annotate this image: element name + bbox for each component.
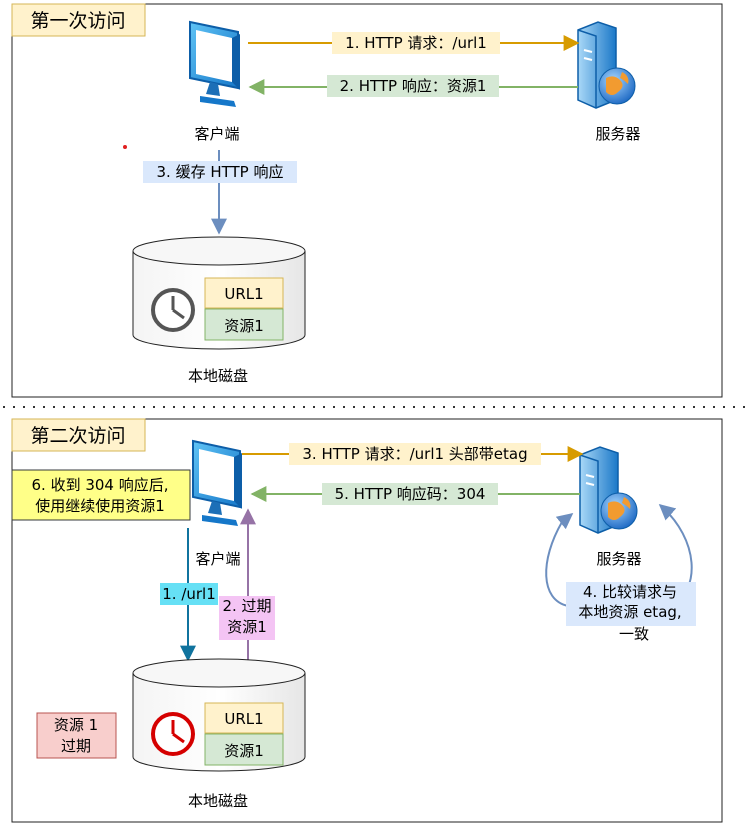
db-row-resource (204, 733, 284, 766)
db-row-url-text: URL1 (224, 710, 263, 728)
client-monitor-icon (192, 439, 242, 526)
expired-note-line-1: 资源 1 (54, 716, 98, 734)
panel-first-visit: 第一次访问 客户端 服务器 1. HTTP 请求：/url1 2. HT (11, 3, 723, 398)
client-label: 客户端 (195, 550, 240, 568)
compare-line-1: 4. 比较请求与 (583, 583, 677, 601)
expired-label-box (219, 596, 275, 640)
request-label-box (289, 443, 541, 465)
server-icon (579, 446, 638, 534)
response-label-box (322, 483, 498, 505)
db-row-resource-text: 资源1 (224, 317, 264, 335)
clock-icon (151, 288, 195, 332)
db-row-url-text: URL1 (224, 285, 263, 303)
lookup-label-box (160, 583, 218, 605)
db-row-resource-text: 资源1 (224, 742, 264, 760)
server-label: 服务器 (596, 550, 641, 568)
db-row-resource (204, 308, 284, 341)
server-icon (577, 21, 636, 109)
cache-label: 3. 缓存 HTTP 响应 (156, 163, 283, 181)
panel-title-box (11, 418, 146, 452)
note-box (11, 469, 191, 521)
db-row-url (204, 702, 284, 734)
local-disk: URL1 资源1 (132, 658, 306, 772)
request-label: 1. HTTP 请求：/url1 (345, 34, 487, 52)
panel-title: 第二次访问 (30, 425, 125, 447)
expired-label-line-1: 2. 过期 (222, 597, 271, 615)
client-monitor-icon (189, 20, 240, 107)
server-label: 服务器 (595, 125, 640, 143)
compare-line-2: 本地资源 etag, (578, 603, 681, 621)
local-disk: URL1 资源1 (132, 236, 306, 350)
disk-label: 本地磁盘 (188, 367, 248, 385)
stray-dot (123, 145, 127, 149)
disk-label: 本地磁盘 (188, 792, 248, 810)
request-label: 3. HTTP 请求：/url1 头部带etag (302, 445, 527, 463)
client-label: 客户端 (194, 125, 239, 143)
response-label: 5. HTTP 响应码：304 (335, 485, 486, 503)
panel-title: 第一次访问 (30, 10, 125, 32)
panel-title-box (11, 3, 146, 37)
expired-clock-icon (151, 712, 195, 756)
compare-loop-head (555, 513, 574, 530)
note-line-1: 6. 收到 304 响应后, (31, 476, 168, 494)
expired-note-box (36, 712, 117, 759)
lookup-label: 1. /url1 (162, 585, 216, 603)
db-row-url (204, 277, 284, 309)
compare-label-box (566, 582, 696, 626)
panel-second-visit: 第二次访问 6. 收到 304 响应后, 使用继续使用资源1 客户端 服务器 (11, 418, 723, 823)
response-label-box (327, 75, 499, 97)
note-line-2: 使用继续使用资源1 (35, 497, 165, 515)
compare-loop-left (545, 521, 569, 607)
compare-line-3: 一致 (619, 625, 649, 643)
response-label: 2. HTTP 响应：资源1 (340, 77, 487, 95)
expired-label-line-2: 资源1 (227, 618, 267, 636)
cache-label-box (143, 161, 297, 183)
request-label-box (332, 32, 500, 54)
expired-note-line-2: 过期 (61, 737, 91, 755)
